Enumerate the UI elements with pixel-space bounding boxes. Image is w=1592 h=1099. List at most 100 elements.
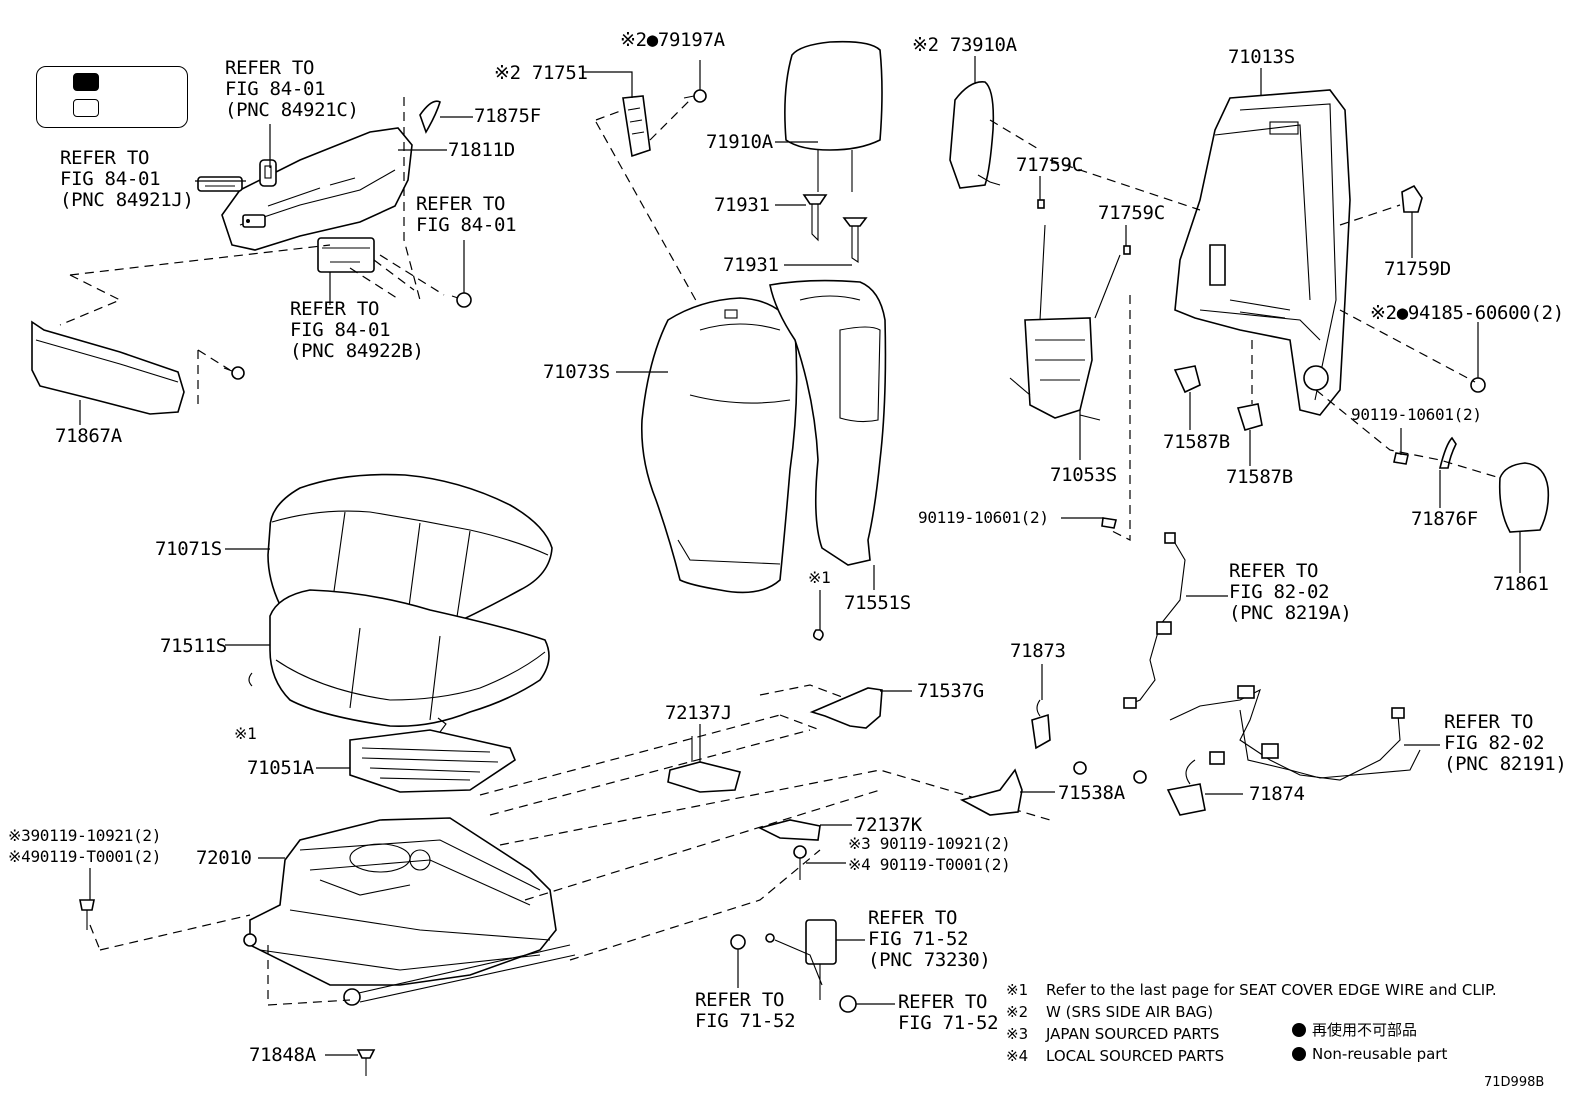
bracket-71537G [809, 687, 883, 729]
hook-71873 [1031, 699, 1087, 775]
part-label-73910A: ※2 73910A [912, 34, 1017, 56]
wire-harness-8219A [1123, 532, 1186, 709]
switch-84921J [197, 176, 243, 192]
headrest-71910A [784, 40, 883, 192]
knob-71861 [1498, 462, 1550, 533]
refer-label-82191: REFER TO FIG 82-02 (PNC 82191) [1444, 711, 1567, 775]
seat-adjuster-72010 [243, 817, 576, 1006]
part-label-71861: 71861 [1493, 573, 1549, 595]
refer-label-84922B: REFER TO FIG 84-01 (PNC 84922B) [290, 298, 424, 362]
switch-84921C [259, 159, 277, 187]
part-label-90119-10601-a: 90119-10601(2) [1351, 405, 1482, 424]
part-label-94185-60600: ※2●94185-60600(2) [1370, 302, 1564, 324]
figure-id: 71D998B [1484, 1075, 1545, 1090]
part-label-71910A: 71910A [706, 131, 773, 153]
part-label-90119-10601-b: 90119-10601(2) [918, 508, 1049, 527]
part-label-71873: 71873 [1010, 640, 1066, 662]
refer-label-84921J: REFER TO FIG 84-01 (PNC 84921J) [60, 147, 194, 211]
note-text-2: W (SRS SIDE AIR BAG) [1046, 1003, 1214, 1021]
airbag-73910A [949, 81, 1001, 189]
refer-label-84-01: REFER TO FIG 84-01 [416, 193, 517, 236]
cushion-spring-71051A [349, 717, 516, 793]
bolt-79197A [683, 89, 707, 103]
bolt-90119-10601 [1101, 452, 1409, 529]
part-label-71931-a: 71931 [714, 194, 770, 216]
seatback-pad-71551S [769, 279, 887, 566]
non-reusable-dot-icon [1292, 1047, 1306, 1061]
part-label-90119-T0001-center: ※4 90119-T0001(2) [848, 855, 1011, 874]
part-label-71071S: 71071S [155, 538, 222, 560]
clip-71587B [1173, 365, 1263, 431]
sensor-71874 [1133, 759, 1206, 816]
note-mark-4: ※4 [1006, 1047, 1029, 1065]
wire-harness-82191 [1169, 685, 1421, 781]
part-label-72137K: 72137K [855, 814, 922, 836]
screw-upper-left [451, 292, 472, 308]
part-label-71759C-b: 71759C [1098, 202, 1165, 224]
cover-72137K [757, 819, 821, 841]
part-label-71013S: 71013S [1228, 46, 1295, 68]
part-label-71551S: 71551S [844, 592, 911, 614]
part-label-71751: ※2 71751 [494, 62, 588, 84]
part-label-90119-10921-center: ※3 90119-10921(2) [848, 834, 1011, 853]
leader-lines [79, 56, 1521, 1056]
note-text-4: LOCAL SOURCED PARTS [1046, 1047, 1225, 1065]
note-mark-1-a: ※1 [808, 568, 831, 587]
bolt-90119 [793, 845, 807, 880]
part-label-71875F: 71875F [474, 105, 541, 127]
part-label-71874: 71874 [1249, 783, 1305, 805]
bracket-71538A [959, 768, 1023, 816]
clip-71875F [419, 100, 441, 134]
non-reusable-text-en: Non-reusable part [1312, 1045, 1448, 1063]
note-mark-1-b: ※1 [234, 724, 257, 743]
bolt-71848A [356, 1049, 376, 1076]
refer-label-8219A: REFER TO FIG 82-02 (PNC 8219A) [1229, 560, 1352, 624]
cushion-pad-71511S [269, 589, 550, 728]
part-label-71759C-a: 71759C [1016, 154, 1083, 176]
part-label-90119-T0001-left: ※490119-T0001(2) [8, 847, 162, 866]
note-text-1: Refer to the last page for SEAT COVER ED… [1046, 981, 1497, 999]
part-label-71073S: 71073S [543, 361, 610, 383]
non-reusable-note-jp: 再使用不可部品 [1292, 1020, 1417, 1040]
part-label-71587B-a: 71587B [1163, 431, 1230, 453]
note-mark-1: ※1 [1006, 981, 1029, 999]
motor-84922B [317, 237, 375, 273]
seatback-frame-71013S [1174, 89, 1351, 416]
part-label-71811D: 71811D [448, 139, 515, 161]
non-reusable-note-en: Non-reusable part [1292, 1044, 1447, 1064]
cover-72137J [667, 736, 741, 793]
lumbar-support-71053S [1009, 199, 1131, 421]
part-label-71867A: 71867A [55, 425, 122, 447]
cover-71876F [1438, 436, 1457, 469]
part-label-71876F: 71876F [1411, 508, 1478, 530]
buckle-73230 [765, 919, 837, 1000]
seatback-cover-71073S [640, 297, 798, 594]
part-label-90119-10921-left: ※390119-10921(2) [8, 826, 162, 845]
note-mark-2: ※2 [1006, 1003, 1029, 1021]
note-text-3: JAPAN SOURCED PARTS [1046, 1025, 1220, 1043]
legend-box [36, 66, 188, 128]
part-label-71848A: 71848A [249, 1044, 316, 1066]
part-label-71587B-b: 71587B [1226, 466, 1293, 488]
side-shield-71811D [221, 127, 413, 251]
refer-label-73230: REFER TO FIG 71-52 (PNC 73230) [868, 907, 991, 971]
part-label-71511S: 71511S [160, 635, 227, 657]
legend-swatch-filled [73, 73, 99, 91]
refer-label-71-52-a: REFER TO FIG 71-52 [695, 989, 796, 1032]
non-reusable-dot-icon [1292, 1023, 1306, 1037]
bolt-left [79, 899, 95, 930]
part-label-71051A: 71051A [247, 757, 314, 779]
part-label-71537G: 71537G [917, 680, 984, 702]
shield-71867A [31, 320, 185, 415]
part-label-71538A: 71538A [1058, 782, 1125, 804]
guide-71931 [802, 194, 868, 264]
part-label-71931-b: 71931 [723, 254, 779, 276]
legend-swatch-outline [73, 99, 99, 117]
part-label-71053S: 71053S [1050, 464, 1117, 486]
refer-label-84921C: REFER TO FIG 84-01 (PNC 84921C) [225, 57, 359, 121]
bracket-71751 [622, 95, 651, 158]
nut-71-52 [730, 934, 857, 1013]
screw-71867A [223, 366, 245, 380]
